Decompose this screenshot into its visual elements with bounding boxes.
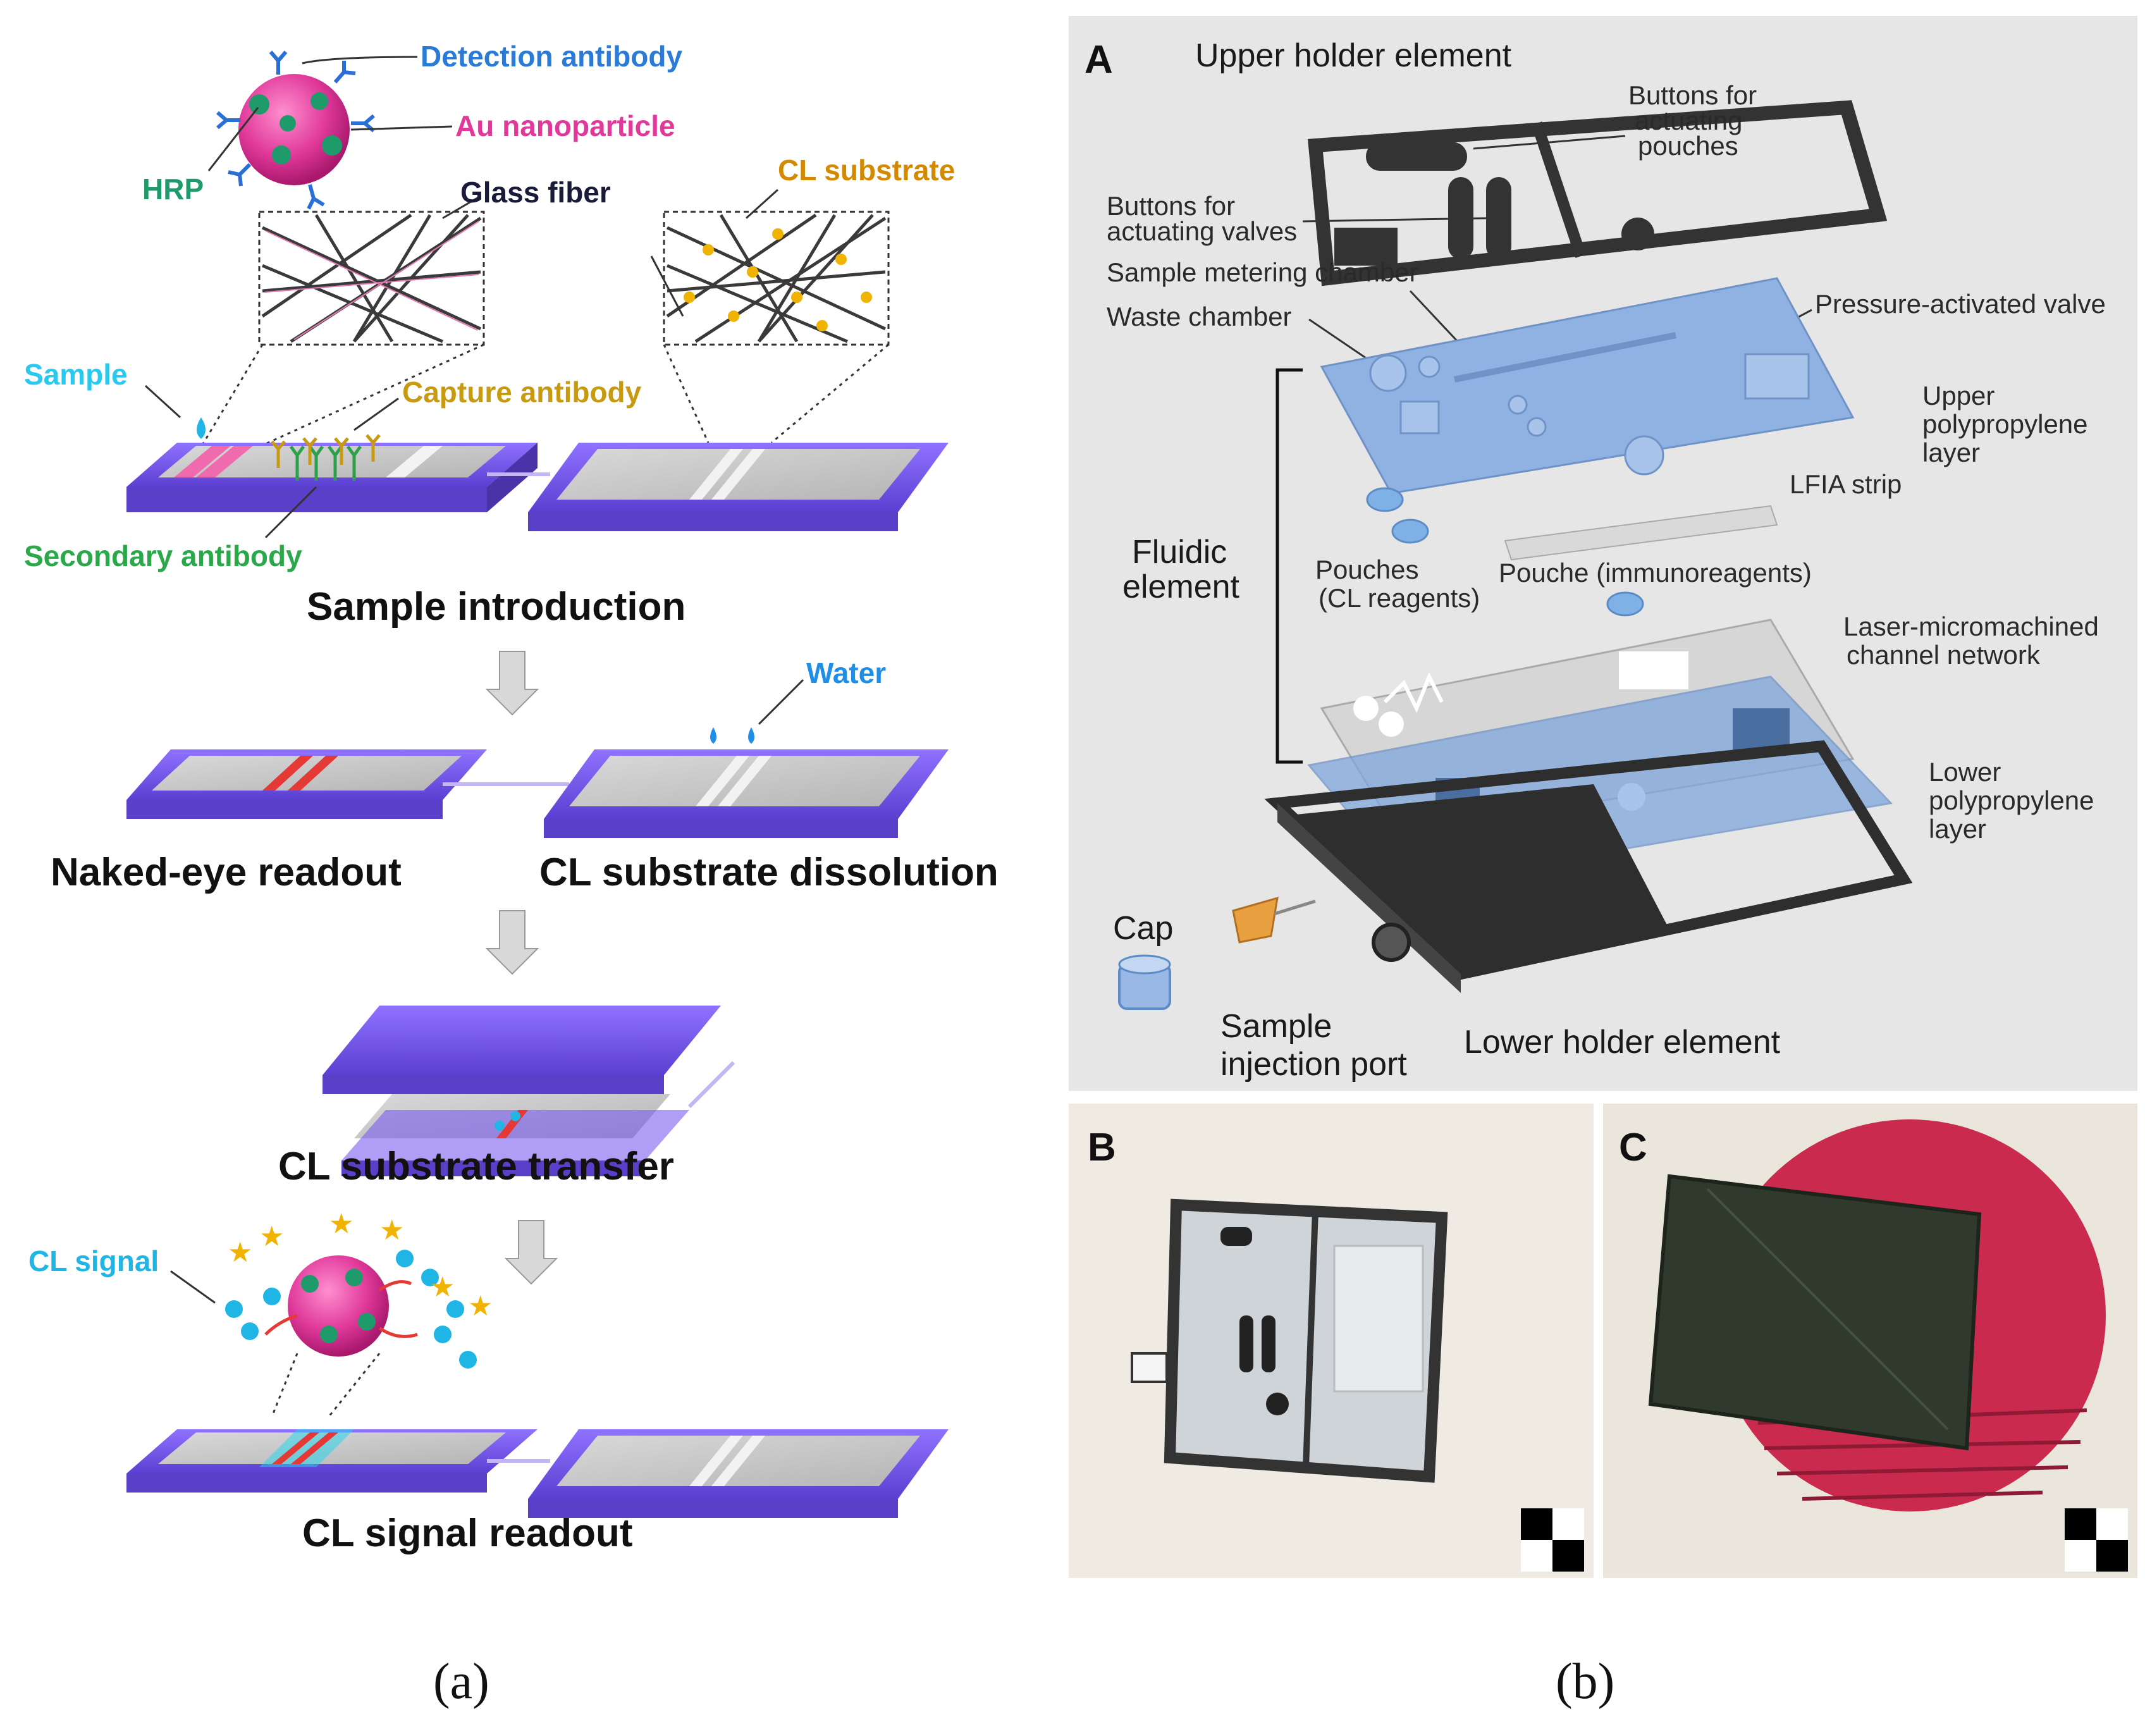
step-naked-eye-readout: Naked-eye readout — [51, 851, 402, 894]
au-nanoparticle-top — [216, 51, 375, 210]
lower-holder — [1264, 740, 1913, 993]
device-step2-right — [544, 727, 949, 838]
glass-fiber-inset — [258, 211, 485, 346]
label-upper-pp-3: layer — [1922, 438, 1980, 467]
device-step3-stacked — [323, 1006, 735, 1176]
label-laser-2: channel network — [1847, 640, 2041, 670]
svg-text:★: ★ — [259, 1221, 284, 1252]
label-cap: Cap — [1113, 910, 1173, 947]
letter-B: B — [1088, 1126, 1116, 1169]
caption-b: (b) — [1556, 1654, 1614, 1709]
panel-b: A Upper holder element Buttons for actua… — [1069, 16, 2137, 1709]
label-buttons-pouches-1: Buttons for — [1628, 80, 1757, 110]
label-upper-pp-1: Upper — [1922, 381, 1994, 410]
label-lfia-strip: LFIA strip — [1790, 469, 1902, 499]
label-lower-holder: Lower holder element — [1464, 1024, 1781, 1061]
label-sample-port-1: Sample — [1220, 1008, 1332, 1045]
step-cl-substrate-transfer: CL substrate transfer — [278, 1145, 674, 1188]
leader-au-nanoparticle — [350, 125, 453, 131]
step-cl-substrate-dissolution: CL substrate dissolution — [539, 851, 999, 894]
label-fluidic-2: element — [1122, 569, 1240, 605]
device-step4-left — [126, 1429, 538, 1493]
letter-A: A — [1085, 38, 1113, 82]
label-fluidic-1: Fluidic — [1132, 534, 1227, 570]
device-step4-right — [528, 1429, 949, 1518]
scale-checker-B — [1521, 1508, 1584, 1572]
label-capture-antibody: Capture antibody — [402, 376, 642, 409]
label-secondary-antibody: Secondary antibody — [24, 539, 302, 572]
label-hrp: HRP — [142, 173, 204, 206]
leader-buttons-pouches — [1473, 135, 1626, 150]
label-laser-1: Laser-micromachined — [1843, 612, 2099, 641]
scale-checker-C — [2065, 1508, 2128, 1572]
label-buttons-valves-1: Buttons for — [1107, 191, 1235, 221]
leader-glass-fiber-2 — [650, 255, 684, 317]
upper-polypropylene-layer — [1320, 277, 1855, 495]
label-upper-pp-2: polypropylene — [1922, 409, 2088, 439]
pouch-cl-2 — [1391, 519, 1429, 544]
label-pouches-cl-2: (CL reagents) — [1318, 583, 1480, 613]
device-step2-left — [126, 749, 487, 819]
svg-text:★: ★ — [379, 1215, 404, 1246]
leader-glass-fiber — [442, 195, 481, 219]
zoom-lines — [195, 343, 889, 457]
panel-a: Detection antibody Au nanoparticle HRP G… — [24, 40, 999, 1709]
leader-cl-signal — [170, 1270, 216, 1304]
label-au-nanoparticle: Au nanoparticle — [455, 109, 675, 142]
label-lower-pp-1: Lower — [1929, 757, 2001, 787]
label-buttons-pouches-2: actuating — [1635, 106, 1742, 135]
svg-text:★: ★ — [468, 1291, 493, 1322]
device-step1-right — [528, 443, 949, 531]
label-buttons-valves-2: actuating valves — [1107, 216, 1297, 246]
label-buttons-pouches-3: pouches — [1638, 131, 1738, 161]
label-glass-fiber: Glass fiber — [460, 176, 611, 209]
svg-text:★: ★ — [228, 1237, 252, 1268]
label-water: Water — [806, 656, 886, 689]
label-pouche-immuno: Pouche (immunoreagents) — [1499, 558, 1812, 588]
svg-text:★: ★ — [329, 1209, 353, 1240]
label-lower-pp-3: layer — [1929, 814, 1986, 844]
label-cl-substrate: CL substrate — [778, 154, 955, 187]
label-sample-port-2: injection port — [1220, 1046, 1407, 1083]
leader-water — [758, 679, 804, 725]
label-sample-metering: Sample metering chamber — [1107, 257, 1418, 287]
sample-drop-icon — [197, 417, 206, 439]
photo-C: C — [1603, 1104, 2137, 1578]
cap-icon — [1118, 954, 1171, 1010]
syringe-needle-icon — [1232, 896, 1316, 944]
label-pressure-valve: Pressure-activated valve — [1815, 289, 2106, 319]
pouch-immuno — [1606, 591, 1644, 617]
leader-secondary-antibody — [264, 486, 317, 539]
letter-C: C — [1619, 1126, 1647, 1169]
fluidic-bracket — [1275, 368, 1303, 764]
leader-cl-substrate — [745, 188, 779, 219]
leader-capture-antibody — [353, 397, 399, 431]
pouch-cl-1 — [1366, 487, 1404, 512]
leader-hrp — [207, 107, 259, 171]
photo-B: B — [1069, 1104, 1594, 1578]
step-sample-introduction: Sample introduction — [307, 585, 685, 629]
lfia-strip — [1504, 505, 1778, 561]
label-sample: Sample — [24, 358, 128, 391]
cl-substrate-inset — [663, 211, 890, 346]
caption-a: (a) — [433, 1654, 489, 1709]
label-waste-chamber: Waste chamber — [1107, 302, 1292, 331]
label-cl-signal: CL signal — [28, 1245, 159, 1277]
label-pouches-cl-1: Pouches — [1315, 555, 1418, 584]
step-arrow-1 — [485, 651, 539, 716]
leader-detection-antibody — [302, 56, 418, 65]
svg-text:★: ★ — [430, 1272, 455, 1303]
au-nanoparticle-bottom: ★★ ★★ ★★ — [225, 1209, 493, 1369]
label-lower-pp-2: polypropylene — [1929, 785, 2094, 815]
zoom-lines-bottom — [271, 1353, 381, 1417]
device-step1-left — [126, 434, 538, 512]
label-upper-holder: Upper holder element — [1195, 37, 1512, 74]
step-arrow-3 — [504, 1220, 558, 1285]
step-arrow-2 — [485, 910, 539, 975]
leader-sample — [144, 385, 181, 419]
leader-buttons-valves — [1302, 217, 1487, 223]
step-cl-signal-readout: CL signal readout — [302, 1511, 633, 1555]
label-detection-antibody: Detection antibody — [421, 40, 682, 73]
